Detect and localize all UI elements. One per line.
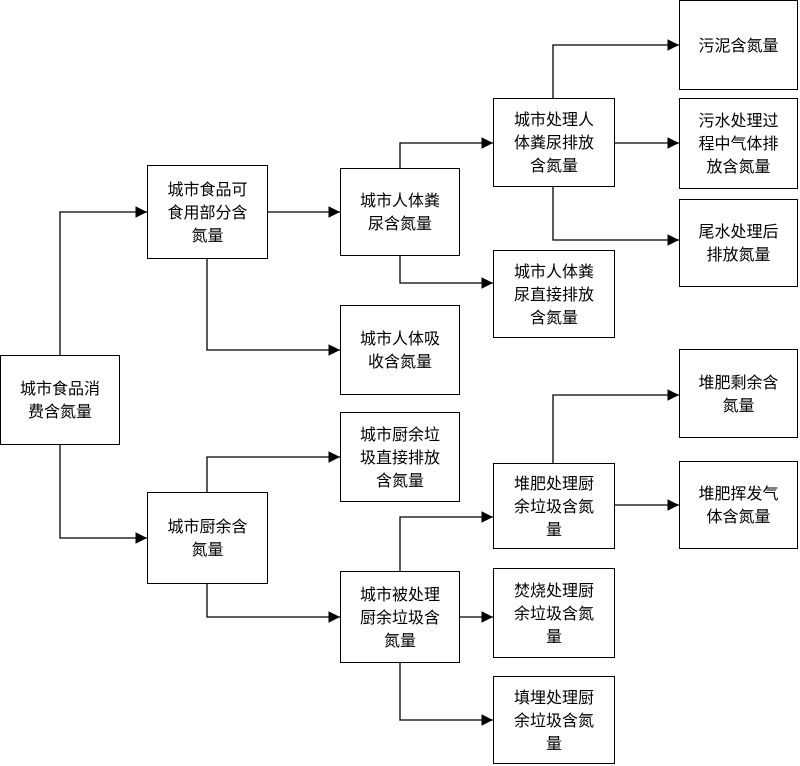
node-label: 城市食品消 费含氮量 xyxy=(19,379,100,421)
node-label: 堆肥剩余含 氮量 xyxy=(698,372,779,415)
edge-consumption-edible xyxy=(59,206,147,355)
edge-treated-landfill xyxy=(399,663,493,726)
node-label: 城市处理人 体粪尿排放 含氮量 xyxy=(513,110,594,175)
node-label: 城市厨余垃 圾直接排放 含氮量 xyxy=(359,424,440,490)
node-label: 城市厨余含 氮量 xyxy=(167,517,248,559)
node-human-excreta-nitrogen: 城市人体粪 尿含氮量 xyxy=(340,168,460,256)
node-label: 焚烧处理厨 余垃圾含氮 量 xyxy=(513,580,594,646)
edge-kitchen-treated xyxy=(206,584,340,623)
node-label: 堆肥挥发气 体含氮量 xyxy=(698,484,779,526)
edge-kitchen-direct xyxy=(206,451,340,492)
node-label: 填埋处理厨 余垃圾含氮 量 xyxy=(513,687,594,753)
node-treated-kitchen-waste-nitrogen: 城市被处理 厨余垃圾含 氮量 xyxy=(340,571,460,663)
edge-treated-compost xyxy=(399,511,493,571)
edge-consumption-kitchen xyxy=(59,445,147,544)
edge-edible-absorb xyxy=(206,259,340,356)
node-compost-residue-nitrogen: 堆肥剩余含 氮量 xyxy=(679,349,798,438)
node-tailwater-discharge-nitrogen: 尾水处理后 排放氮量 xyxy=(679,199,798,287)
node-edible-part-nitrogen: 城市食品可 食用部分含 氮量 xyxy=(147,165,268,259)
node-compost-kitchen-waste-nitrogen: 堆肥处理厨 余垃圾含氮 量 xyxy=(493,463,615,549)
node-label: 污泥含氮量 xyxy=(698,35,779,55)
node-direct-excreta-discharge-nitrogen: 城市人体粪 尿直接排放 含氮量 xyxy=(493,250,615,338)
node-label: 城市人体粪 尿直接排放 含氮量 xyxy=(513,261,594,327)
node-label: 城市被处理 厨余垃圾含 氮量 xyxy=(359,584,440,650)
edge-treated-tailwater xyxy=(552,187,679,246)
node-sludge-nitrogen: 污泥含氮量 xyxy=(679,0,798,90)
edge-treated-sludge xyxy=(552,39,679,98)
node-label: 污水处理过 程中气体排 放含氮量 xyxy=(698,111,779,176)
node-treated-excreta-discharge-nitrogen: 城市处理人 体粪尿排放 含氮量 xyxy=(493,98,615,187)
node-compost-volatile-gas-nitrogen: 堆肥挥发气 体含氮量 xyxy=(679,461,798,549)
node-label: 尾水处理后 排放氮量 xyxy=(698,222,779,264)
edge-excreta-direct xyxy=(399,256,493,289)
node-sewage-gas-emission-nitrogen: 污水处理过 程中气体排 放含氮量 xyxy=(679,98,798,189)
node-label: 城市人体吸 收含氮量 xyxy=(359,329,440,371)
node-label: 城市食品可 食用部分含 氮量 xyxy=(167,179,248,245)
node-food-consumption-nitrogen: 城市食品消 费含氮量 xyxy=(0,355,120,445)
node-incineration-kitchen-waste-nitrogen: 焚烧处理厨 余垃圾含氮 量 xyxy=(493,568,615,658)
edge-excreta-treated xyxy=(399,137,493,168)
node-kitchen-waste-nitrogen: 城市厨余含 氮量 xyxy=(147,492,268,584)
node-label: 堆肥处理厨 余垃圾含氮 量 xyxy=(513,473,594,539)
node-human-absorption-nitrogen: 城市人体吸 收含氮量 xyxy=(340,305,460,395)
edge-compost-residue xyxy=(552,389,679,463)
node-label: 城市人体粪 尿含氮量 xyxy=(359,191,440,233)
node-kitchen-direct-discharge-nitrogen: 城市厨余垃 圾直接排放 含氮量 xyxy=(340,412,460,502)
node-landfill-kitchen-waste-nitrogen: 填埋处理厨 余垃圾含氮 量 xyxy=(493,676,615,764)
